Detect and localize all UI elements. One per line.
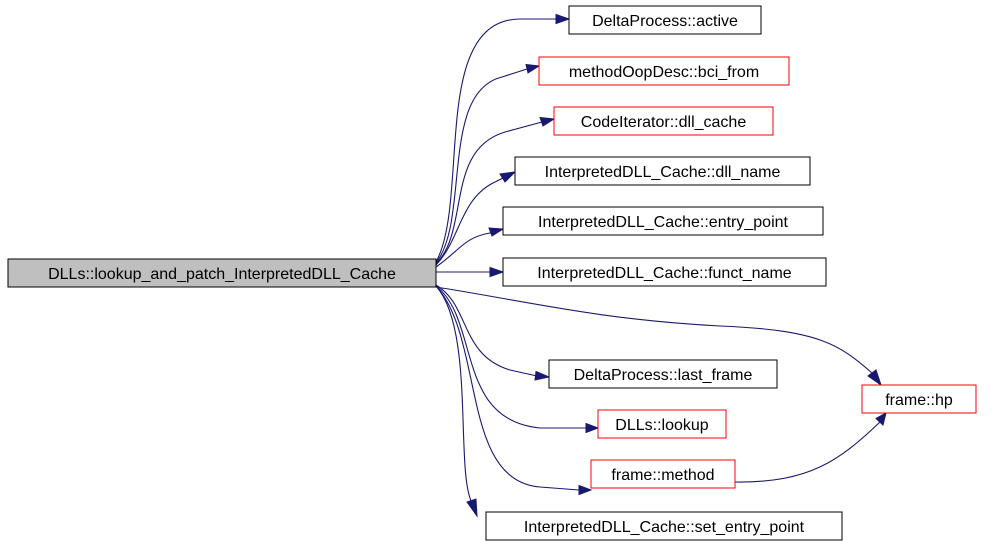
node-label: frame::method: [611, 467, 714, 484]
node-dll-cache[interactable]: CodeIterator::dll_cache: [553, 106, 774, 136]
edge-root-to-n_dll_name: [435, 171, 517, 266]
edge-line: [435, 68, 528, 264]
node-box: [548, 359, 778, 389]
edge-line: [435, 231, 492, 268]
node-label: DLLs::lookup_and_patch_InterpretedDLL_Ca…: [48, 266, 396, 283]
node-set-entry-point: InterpretedDLL_Cache::set_entry_point: [485, 511, 843, 541]
node-last-frame: DeltaProcess::last_frame: [548, 359, 778, 389]
node-box: [590, 459, 736, 489]
arrowhead: [499, 171, 517, 183]
arrowhead: [488, 227, 505, 237]
node-root: DLLs::lookup_and_patch_InterpretedDLL_Ca…: [7, 258, 437, 288]
edge-line: [435, 285, 473, 504]
edge-line: [435, 121, 543, 265]
node-box: [597, 409, 727, 439]
edge-line: [435, 285, 586, 429]
node-label: InterpretedDLL_Cache::set_entry_point: [524, 519, 805, 536]
edge-line: [435, 285, 580, 491]
edge-root-to-n_set_entry_point: [435, 285, 478, 518]
edge-line: [734, 421, 881, 483]
nodes-layer: DLLs::lookup_and_patch_InterpretedDLL_Ca…: [7, 5, 977, 541]
arrowhead: [578, 484, 593, 496]
edge-root-to-n_last_frame: [435, 284, 551, 381]
edge-line: [435, 284, 538, 377]
node-label: DeltaProcess::last_frame: [574, 367, 753, 384]
edge-root-to-n_bci_from: [435, 63, 541, 264]
node-box: [514, 156, 811, 186]
arrowhead: [867, 369, 882, 387]
node-box: [538, 56, 790, 86]
arrowhead: [875, 412, 887, 426]
edge-root-to-n_entry_point: [435, 227, 505, 268]
node-label: InterpretedDLL_Cache::dll_name: [545, 164, 781, 181]
node-label: frame::hp: [885, 392, 953, 409]
node-lookup[interactable]: DLLs::lookup: [597, 409, 727, 439]
node-label: DeltaProcess::active: [592, 13, 738, 30]
node-funct-name: InterpretedDLL_Cache::funct_name: [502, 257, 827, 287]
edge-root-to-n_hp: [435, 286, 882, 387]
edge-line: [435, 286, 873, 374]
edge-root-to-n_funct_name: [436, 266, 505, 278]
arrowhead: [555, 13, 571, 25]
node-hp[interactable]: frame::hp: [861, 384, 977, 414]
node-box: [861, 384, 977, 414]
node-label: CodeIterator::dll_cache: [581, 114, 747, 131]
node-entry-point: InterpretedDLL_Cache::entry_point: [502, 206, 824, 236]
arrowhead: [585, 422, 600, 434]
node-method[interactable]: frame::method: [590, 459, 736, 489]
node-box: [553, 106, 774, 136]
edges-layer: [435, 13, 887, 518]
arrowhead: [525, 63, 541, 74]
edge-root-to-n_dll_cache: [435, 116, 556, 265]
edge-root-to-n_active: [435, 13, 571, 263]
node-bci-from[interactable]: methodOopDesc::bci_from: [538, 56, 790, 86]
node-box: [502, 257, 827, 287]
edge-root-to-n_lookup: [435, 285, 600, 434]
node-label: InterpretedDLL_Cache::entry_point: [538, 214, 788, 231]
arrowhead: [466, 498, 478, 518]
arrowhead: [489, 266, 505, 278]
node-box: [568, 5, 762, 35]
node-dll-name: InterpretedDLL_Cache::dll_name: [514, 156, 811, 186]
arrowhead: [534, 370, 551, 381]
node-label: InterpretedDLL_Cache::funct_name: [537, 265, 791, 282]
edge-root-to-n_method: [435, 285, 593, 496]
node-box: [485, 511, 843, 541]
node-box: [7, 258, 437, 288]
edge-line: [435, 177, 504, 266]
node-box: [502, 206, 824, 236]
node-active: DeltaProcess::active: [568, 5, 762, 35]
arrowhead: [539, 116, 556, 127]
edge-line: [435, 18, 556, 263]
edge-n_method-to-n_hp: [734, 412, 887, 483]
node-label: DLLs::lookup: [615, 417, 708, 434]
node-label: methodOopDesc::bci_from: [569, 64, 759, 81]
